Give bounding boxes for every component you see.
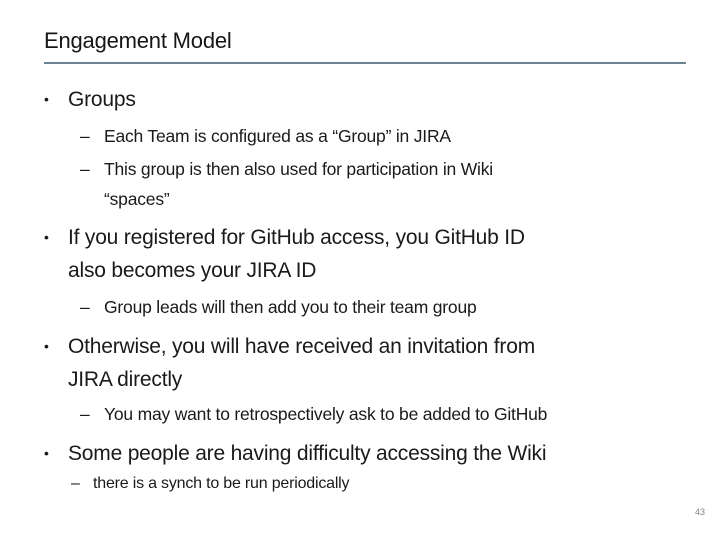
bullet-icon: • bbox=[44, 91, 49, 107]
title-divider-line bbox=[44, 62, 686, 64]
dash-icon: – bbox=[80, 126, 90, 146]
sub-bullet-text: Each Team is configured as a “Group” in … bbox=[104, 126, 451, 146]
dash-icon: – bbox=[80, 297, 90, 317]
sub-bullet-text: This group is then also used for partici… bbox=[104, 159, 493, 209]
dash-icon: – bbox=[80, 159, 90, 179]
bullet-text: Groups bbox=[68, 88, 136, 111]
page-number: 43 bbox=[694, 507, 705, 517]
sub-bullet-item-retrospective: – You may want to retrospectively ask to… bbox=[0, 399, 720, 429]
sub-bullet-item-each-team: – Each Team is configured as a “Group” i… bbox=[0, 121, 720, 151]
bullet-text: If you registered for GitHub access, you… bbox=[68, 226, 525, 282]
bullet-text: Otherwise, you will have received an inv… bbox=[68, 335, 535, 391]
bullet-icon: • bbox=[44, 229, 49, 245]
sub-bullet-item-synch: – there is a synch to be run periodicall… bbox=[0, 471, 720, 496]
dash-icon: – bbox=[71, 475, 80, 492]
bullet-item-wiki-difficulty: • Some people are having difficulty acce… bbox=[0, 437, 720, 470]
slide-title: Engagement Model bbox=[44, 28, 232, 53]
bullet-icon: • bbox=[44, 445, 49, 461]
bullet-item-github-id: • If you registered for GitHub access, y… bbox=[0, 221, 720, 287]
slide-body: • Groups – Each Team is configured as a … bbox=[0, 78, 720, 496]
bullet-icon: • bbox=[44, 338, 49, 354]
sub-bullet-text: there is a synch to be run periodically bbox=[93, 475, 350, 492]
sub-bullet-item-group-leads: – Group leads will then add you to their… bbox=[0, 292, 720, 322]
sub-bullet-text: Group leads will then add you to their t… bbox=[104, 297, 477, 317]
bullet-item-groups: • Groups bbox=[0, 83, 720, 116]
sub-bullet-text: You may want to retrospectively ask to b… bbox=[104, 404, 548, 424]
bullet-text: Some people are having difficulty access… bbox=[68, 442, 547, 465]
sub-bullet-item-wiki-spaces: – This group is then also used for parti… bbox=[0, 154, 720, 214]
dash-icon: – bbox=[80, 404, 90, 424]
bullet-item-invitation: • Otherwise, you will have received an i… bbox=[0, 330, 720, 396]
